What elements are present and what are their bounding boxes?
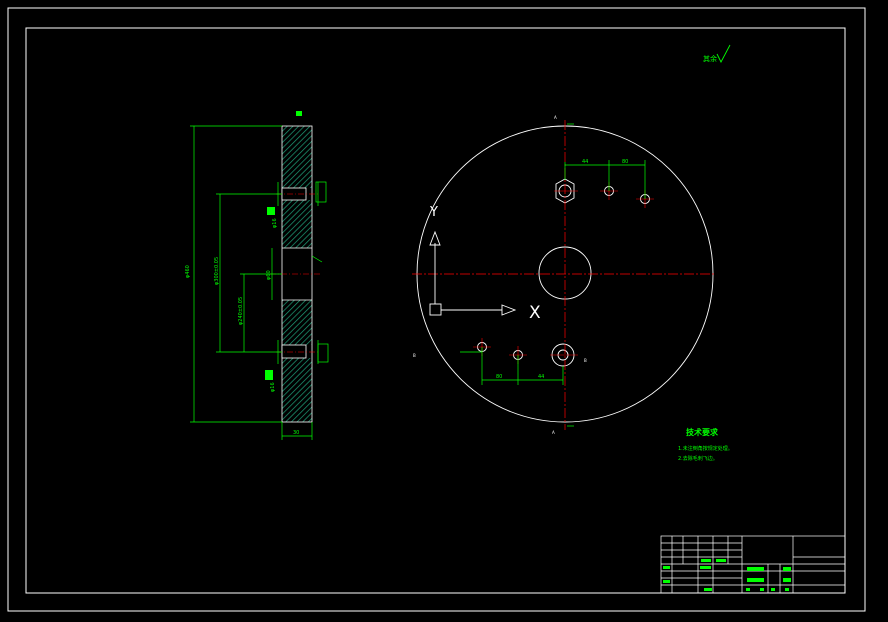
hole-box-upper	[315, 181, 327, 203]
section-mark-right: B	[584, 358, 587, 363]
dim-top-offset-b: 80	[622, 159, 628, 165]
surface-finish-note: 其余	[703, 54, 717, 63]
section-hole-lower	[281, 344, 307, 359]
plan-view	[412, 120, 716, 430]
roughness-check-icon	[716, 44, 731, 63]
dim-hole-lower: φ16	[270, 382, 276, 392]
hole-box-lower	[317, 343, 329, 363]
hole-tag-lower	[265, 370, 273, 380]
dim-bore: φ60	[266, 270, 272, 280]
axis-x-label: X	[529, 303, 541, 323]
title-block-entries	[663, 559, 791, 591]
dim-half-span: φ240±0.05	[238, 297, 244, 325]
plan-dimensions	[460, 123, 646, 427]
hole-tag-upper	[267, 207, 275, 215]
dim-bottom-offset-a: 80	[496, 374, 502, 380]
dim-overall-height: φ460	[185, 265, 191, 278]
dim-top-offset-a: 44	[582, 159, 588, 165]
section-hatch-upper	[282, 200, 312, 248]
inner-frame	[25, 27, 846, 594]
outer-frame	[7, 7, 866, 612]
section-hatch-bottom	[282, 358, 312, 422]
tech-requirement-2: 2.去除毛刺飞边。	[678, 455, 718, 462]
section-hatch-top	[282, 126, 312, 188]
dim-inner-span: φ300±0.05	[214, 257, 220, 285]
title-block	[660, 535, 846, 594]
tech-requirements-title: 技术要求	[686, 427, 719, 437]
dim-hole-upper: φ16	[272, 218, 278, 228]
ucs-icon	[429, 230, 517, 316]
section-mark-left: B	[413, 353, 416, 358]
axis-y-label: Y	[429, 205, 438, 220]
dim-width: 30	[293, 430, 299, 436]
section-view	[270, 125, 320, 423]
section-hatch-lower	[282, 300, 312, 345]
section-mark-top: A	[554, 115, 557, 120]
dim-bottom-offset-b: 44	[538, 374, 544, 380]
tech-requirement-1: 1.未注倒角按规定处理。	[678, 445, 733, 452]
section-label-marker	[296, 111, 302, 116]
section-mark-bottom: A	[552, 430, 555, 435]
